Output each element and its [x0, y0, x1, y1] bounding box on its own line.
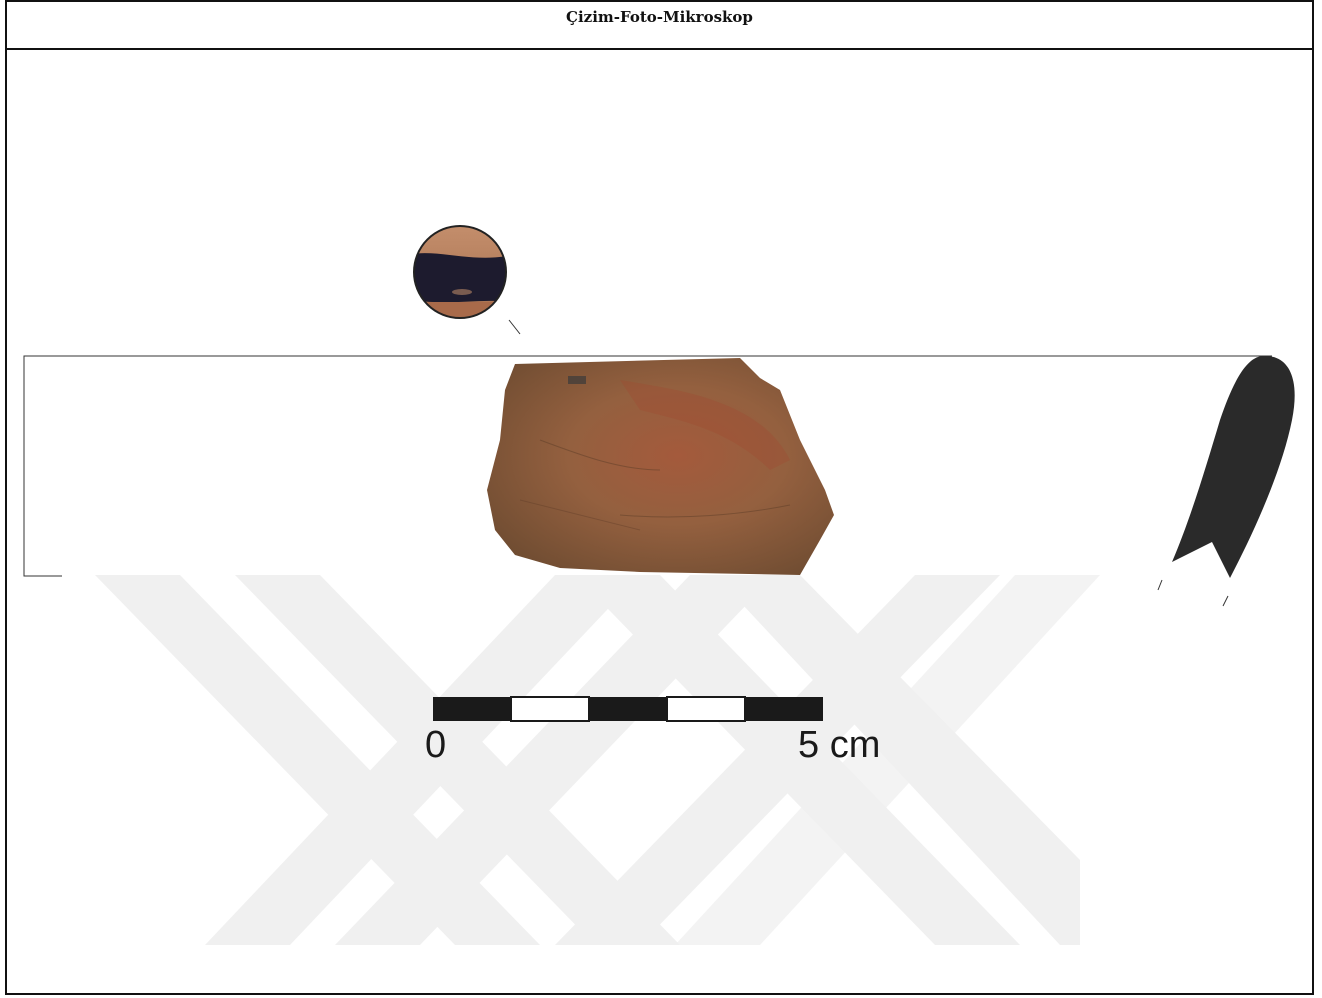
scale-bar — [433, 696, 823, 722]
scale-segment — [433, 697, 511, 721]
scale-end-label: 5 cm — [798, 724, 881, 766]
plate-frame: Çizim-Foto-Mikroskop — [5, 0, 1314, 995]
sherd-profile-drawing — [1172, 355, 1295, 578]
scale-segment — [666, 696, 746, 722]
plate-header: Çizim-Foto-Mikroskop — [7, 2, 1312, 50]
plate-title: Çizim-Foto-Mikroskop — [566, 8, 753, 26]
scale-start-label: 0 — [425, 724, 447, 766]
sherd-photo — [487, 358, 834, 575]
scale-segment — [589, 697, 667, 721]
scale-segment — [510, 696, 590, 722]
scale-segment — [745, 697, 823, 721]
microscope-view — [413, 225, 507, 319]
watermark-logo — [95, 575, 1100, 945]
microscope-pointer — [508, 319, 521, 335]
rim-profile-line — [23, 355, 1272, 577]
